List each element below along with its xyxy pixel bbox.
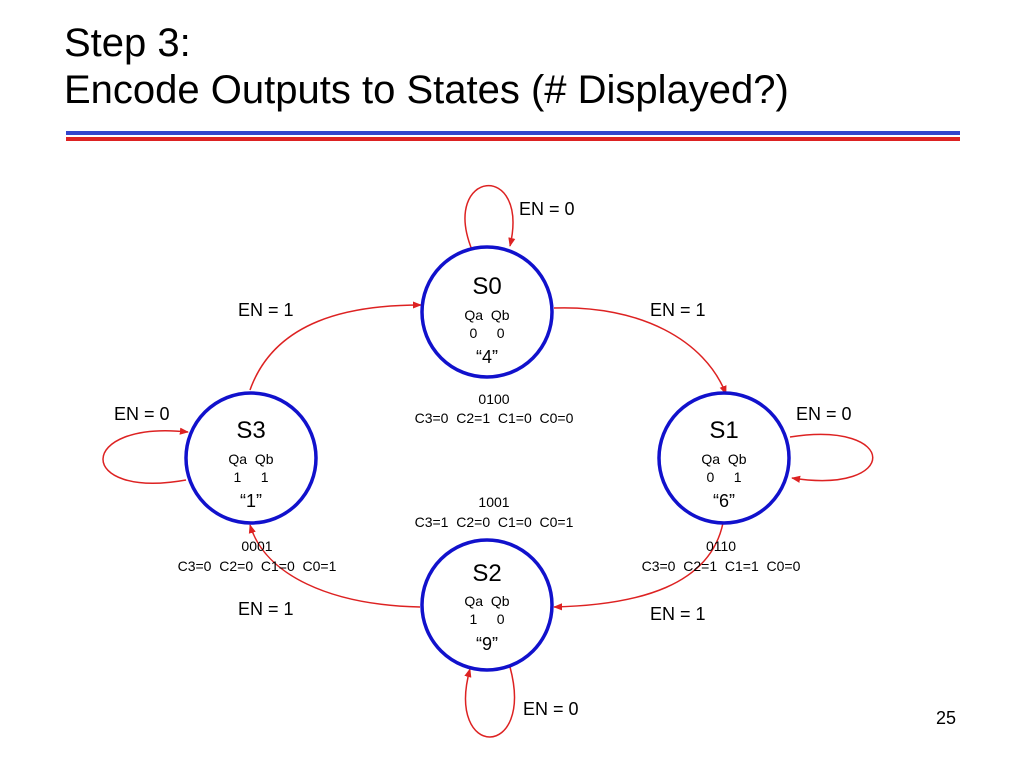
state-s0-qbits: 0 0 <box>469 325 504 341</box>
state-s3-name: S3 <box>236 417 265 444</box>
arrow-s3-to-s0 <box>249 301 422 391</box>
state-s3-code: 0001 <box>241 538 272 554</box>
state-s2-name: S2 <box>472 560 501 587</box>
slide-title: Step 3: Encode Outputs to States (# Disp… <box>64 20 789 114</box>
arrow-s1-self <box>789 433 874 483</box>
arrow-s2-to-s3 <box>248 524 421 608</box>
state-s2-digit: “9” <box>476 634 498 654</box>
state-s0-controls: C3=0 C2=1 C1=0 C0=0 <box>415 410 574 426</box>
state-s1-digit: “6” <box>713 491 735 511</box>
arrow-s2-self <box>464 666 516 738</box>
label-s2-self: EN = 0 <box>523 699 579 719</box>
label-s1-to-s2: EN = 1 <box>650 604 706 624</box>
state-s2-code: 1001 <box>478 494 509 510</box>
state-s0-code: 0100 <box>478 391 509 407</box>
arrow-s0-to-s1 <box>553 307 727 395</box>
state-s3-qbits: 1 1 <box>233 469 268 485</box>
title-rule-red <box>66 137 960 141</box>
state-s3: S3 Qa Qb 1 1 “1” <box>184 391 318 525</box>
state-s3-controls: C3=0 C2=0 C1=0 C0=1 <box>178 558 337 574</box>
title-line-1: Step 3: <box>64 21 191 65</box>
label-s1-self: EN = 0 <box>796 404 852 424</box>
state-s2-qbits: 1 0 <box>469 611 504 627</box>
state-s2: S2 Qa Qb 1 0 “9” <box>420 538 554 672</box>
label-s2-to-s3: EN = 1 <box>238 599 294 619</box>
state-s1-qheader: Qa Qb <box>701 451 746 467</box>
state-s3-digit: “1” <box>240 491 262 511</box>
state-s1-controls: C3=0 C2=1 C1=1 C0=0 <box>642 558 801 574</box>
state-s0-qheader: Qa Qb <box>464 307 509 323</box>
label-s3-to-s0: EN = 1 <box>238 300 294 320</box>
title-rule-blue <box>66 131 960 135</box>
arrow-s0-self <box>464 184 516 251</box>
title-line-2: Encode Outputs to States (# Displayed?) <box>64 68 789 112</box>
label-s0-self: EN = 0 <box>519 199 575 219</box>
state-s0-digit: “4” <box>476 347 498 367</box>
state-s2-qheader: Qa Qb <box>464 593 509 609</box>
slide-number: 25 <box>936 708 957 728</box>
state-s3-qheader: Qa Qb <box>228 451 273 467</box>
state-s0: S0 Qa Qb 0 0 “4” <box>420 245 554 379</box>
state-s1-code: 0110 <box>706 538 736 554</box>
state-s2-controls: C3=1 C2=0 C1=0 C0=1 <box>415 514 574 530</box>
arrow-s1-to-s2 <box>553 522 724 611</box>
state-s1: S1 Qa Qb 0 1 “6” <box>657 391 791 525</box>
state-s1-name: S1 <box>709 417 738 444</box>
label-s0-to-s1: EN = 1 <box>650 300 706 320</box>
state-s1-qbits: 0 1 <box>706 469 741 485</box>
label-s3-self: EN = 0 <box>114 404 170 424</box>
arrow-s3-self <box>102 427 189 484</box>
state-s0-name: S0 <box>472 273 501 300</box>
